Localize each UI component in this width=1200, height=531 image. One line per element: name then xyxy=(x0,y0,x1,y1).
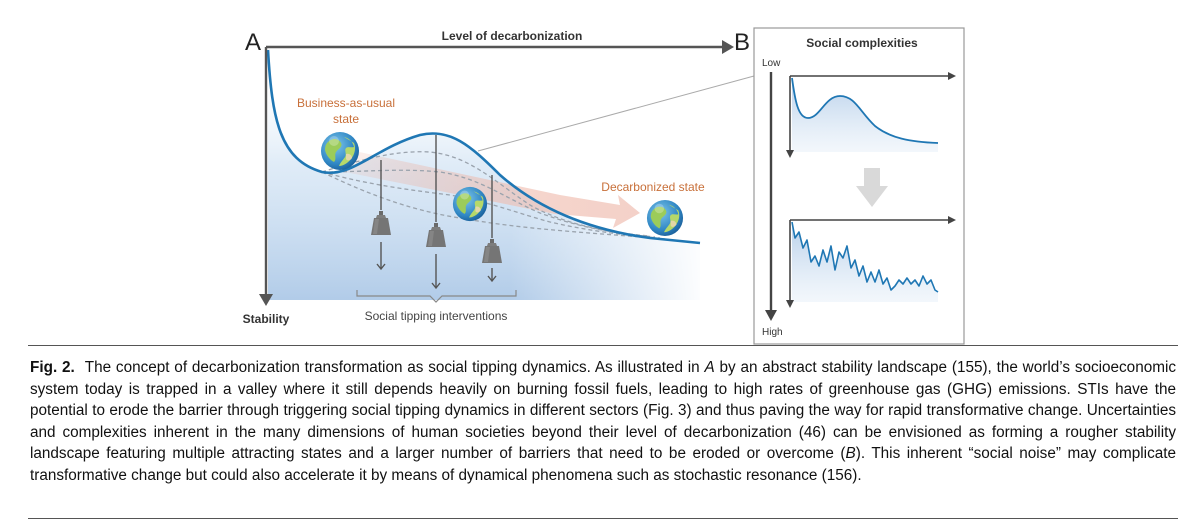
panel-b-frame xyxy=(753,27,965,345)
panel-b: B Social complexities Low High xyxy=(734,27,965,345)
caption-segment: by an abstract stability landscape (155)… xyxy=(30,359,1176,463)
lower-axes xyxy=(786,216,956,308)
rough-landscape-fill xyxy=(792,222,938,302)
panel-a: A Level of decarbonization Stability Bus… xyxy=(243,29,755,326)
interventions-bracket xyxy=(356,290,517,303)
globe-icon xyxy=(321,132,359,170)
caption-bottom-rule xyxy=(28,518,1178,519)
complexity-scale-axis xyxy=(765,72,777,321)
high-label: High xyxy=(762,327,783,338)
panel-b-title: Social complexities xyxy=(806,36,918,50)
decarbonized-label: Decarbonized state xyxy=(601,180,705,194)
caption-segment: ). This inherent “social noise” may comp… xyxy=(30,445,1176,484)
panel-b-letter: B xyxy=(734,29,750,56)
y-axis-label: Stability xyxy=(243,312,290,326)
panel-a-axes xyxy=(259,40,734,306)
figure-caption: Fig. 2. The concept of decarbonization tr… xyxy=(30,357,1176,487)
caption-segment: A xyxy=(704,359,715,376)
interventions-label: Social tipping interventions xyxy=(365,309,508,323)
caption-top-rule xyxy=(28,345,1178,346)
low-label: Low xyxy=(762,58,781,69)
caption-segment: B xyxy=(845,445,856,463)
intervention-lines xyxy=(380,135,493,238)
caption-text: The concept of decarbonization transform… xyxy=(30,359,1176,484)
bau-label-line2: state xyxy=(333,112,359,126)
smooth-landscape-curve xyxy=(791,77,939,144)
figure-label: Fig. 2. xyxy=(30,359,75,376)
panel-a-letter: A xyxy=(245,29,261,56)
stability-curve xyxy=(266,49,701,245)
globe-icon xyxy=(646,199,684,237)
bau-label-line1: Business-as-usual xyxy=(297,96,395,110)
zoom-line xyxy=(477,75,755,152)
upper-axes xyxy=(786,72,956,158)
caption-segment: The concept of decarbonization transform… xyxy=(84,359,705,376)
smooth-landscape-fill xyxy=(792,78,938,152)
figure-2-diagram: A Level of decarbonization Stability Bus… xyxy=(243,27,965,345)
globe-icon xyxy=(452,186,488,222)
eroded-barrier-curves xyxy=(321,151,666,240)
down-arrow-icons xyxy=(376,242,497,290)
transition-down-arrow-icon xyxy=(856,168,888,207)
rough-landscape-curve xyxy=(791,221,939,293)
x-axis-label: Level of decarbonization xyxy=(442,29,583,43)
